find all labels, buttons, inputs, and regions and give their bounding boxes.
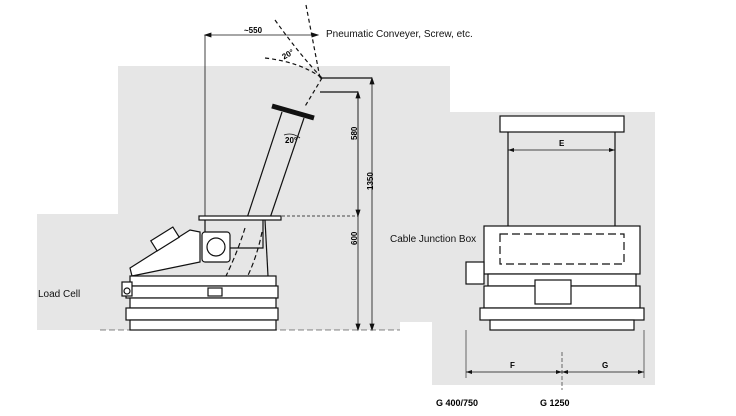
front-view xyxy=(465,115,645,390)
front-dimension-arrows xyxy=(466,148,644,374)
dim-1350: 1350 xyxy=(366,172,375,190)
junction-box-label: Cable Junction Box xyxy=(390,234,476,245)
side-view xyxy=(100,4,400,331)
load-cell-label: Load Cell xyxy=(38,289,80,300)
conveyor-label: Pneumatic Conveyer, Screw, etc. xyxy=(326,29,473,40)
dim-angle-top: 20° xyxy=(281,47,296,61)
dimension-marks xyxy=(203,32,375,332)
dim-f: F xyxy=(510,361,515,370)
model-b-label: G 1250 xyxy=(540,398,570,408)
dim-e: E xyxy=(559,139,565,148)
dim-angle-mid: 20° xyxy=(285,136,297,145)
dim-600: 600 xyxy=(350,231,359,245)
dim-580: 580 xyxy=(350,126,359,140)
dim-offset: ~550 xyxy=(244,26,263,35)
model-a-label: G 400/750 xyxy=(436,398,478,408)
dim-g: G xyxy=(602,361,608,370)
